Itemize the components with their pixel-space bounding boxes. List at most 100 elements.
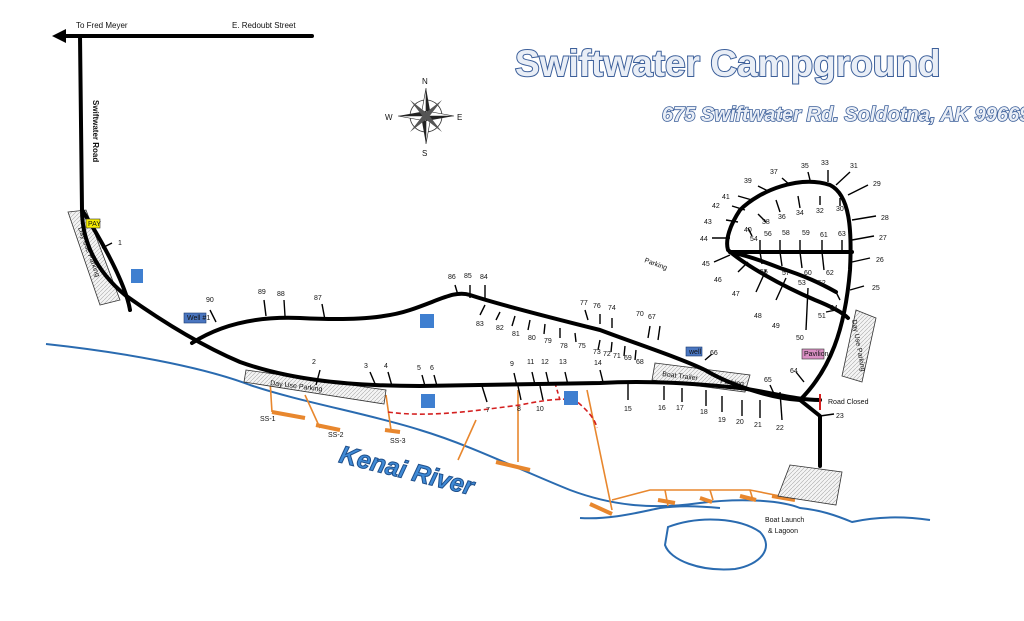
lagoon-island [663,518,767,571]
site-label: 5 [417,365,421,372]
site-label: 52 [818,280,826,287]
site-label: 70 [636,311,644,318]
site-label: 59 [802,230,810,237]
site-label: 71 [613,353,621,360]
site-label: 38 [762,219,770,226]
river-access-stairs [271,410,796,516]
site-label: 84 [480,274,488,281]
boat-launch-label: Boat Launch [765,517,804,524]
site-label: 74 [608,305,616,312]
day-use-parking-lot-right [841,309,877,383]
compass-west: W [385,113,393,122]
closed-trail [387,398,598,429]
site-label: 40 [744,227,752,234]
site-label: 35 [801,163,809,170]
site-label: 60 [804,270,812,277]
site-label: 37 [770,169,778,176]
site-label: 50 [796,335,804,342]
site-label: 76 [593,303,601,310]
site-label: 25 [872,285,880,292]
stair-site-ss3: SS-3 [390,438,406,445]
site-label: 3 [364,363,368,370]
site-label: 53 [798,280,806,287]
site-label: 58 [782,230,790,237]
well-left-label: Well #1 [187,315,210,322]
site-label: 29 [873,181,881,188]
site-label: 26 [876,257,884,264]
site-label: 46 [714,277,722,284]
site-label: 1 [118,240,122,247]
site-label: 72 [603,351,611,358]
site-label: 39 [744,178,752,185]
site-label: 31 [850,163,858,170]
site-label: 49 [772,323,780,330]
site-label: 28 [881,215,889,222]
restroom-icon [131,269,578,408]
site-label: 18 [700,409,708,416]
site-label: 79 [544,338,552,345]
site-label: 77 [580,300,588,307]
site-label: 51 [818,313,826,320]
site-label: 42 [712,203,720,210]
pay-station-icon [85,218,101,229]
site-label: 65 [764,377,772,384]
compass-north: N [422,77,428,86]
site-labels: 1 2 3 4 5 6 7 8 9 10 11 12 13 14 15 16 1… [118,160,889,432]
site-label: 67 [648,314,656,321]
site-label: 78 [560,343,568,350]
site-label: 87 [314,295,322,302]
road-closed-label: Road Closed [828,399,869,406]
site-label: 4 [384,363,388,370]
site-label: 64 [790,368,798,375]
site-label: 6 [430,365,434,372]
arrow-left-icon [52,29,66,43]
site-label: 24 [830,305,838,312]
site-label: 68 [636,359,644,366]
well-left-icon [183,312,207,324]
site-label: 16 [658,405,666,412]
site-label: 23 [836,413,844,420]
well-right-label: well [688,349,702,356]
site-label: 55 [760,269,768,276]
river-label: Kenai River [337,441,478,502]
site-label: 73 [593,349,601,356]
map-address: 675 Swiftwater Rd. Soldotna, AK 99669 [662,104,1024,126]
site-label: 9 [510,361,514,368]
compass-east: E [457,113,462,122]
boat-launch-area [777,464,843,506]
site-label: 8 [517,406,521,413]
site-label: 61 [820,232,828,239]
site-label: 7 [486,407,490,414]
site-label: 11 [527,359,534,366]
site-label: 69 [624,355,632,362]
road-to-fred-meyer: To Fred Meyer [76,21,128,30]
well-right-icon [685,346,703,357]
site-label: 83 [476,321,484,328]
site-label: 41 [722,194,730,201]
site-label: 81 [512,331,520,338]
boat-trailer-label: Boat Trailer [662,371,699,382]
river-north-bank [45,343,931,524]
site-label: 66 [710,350,718,357]
stair-site-ss1: SS-1 [260,416,276,423]
site-label: 10 [536,406,544,413]
site-label: 89 [258,289,266,296]
site-label: 21 [754,422,762,429]
parking-label: Parking [643,257,668,272]
site-label: 34 [796,210,804,217]
site-label: 22 [776,425,784,432]
campground-roads [60,34,854,468]
stair-site-ss2: SS-2 [328,432,344,439]
site-label: 43 [704,219,712,226]
site-label: 19 [718,417,726,424]
site-label: 54 [750,236,758,243]
site-label: 44 [700,236,708,243]
lagoon-label: & Lagoon [768,528,798,535]
site-label: 32 [816,208,824,215]
site-label: 27 [879,235,887,242]
site-label: 12 [541,359,549,366]
site-label: 36 [778,214,786,221]
site-label: 20 [736,419,744,426]
